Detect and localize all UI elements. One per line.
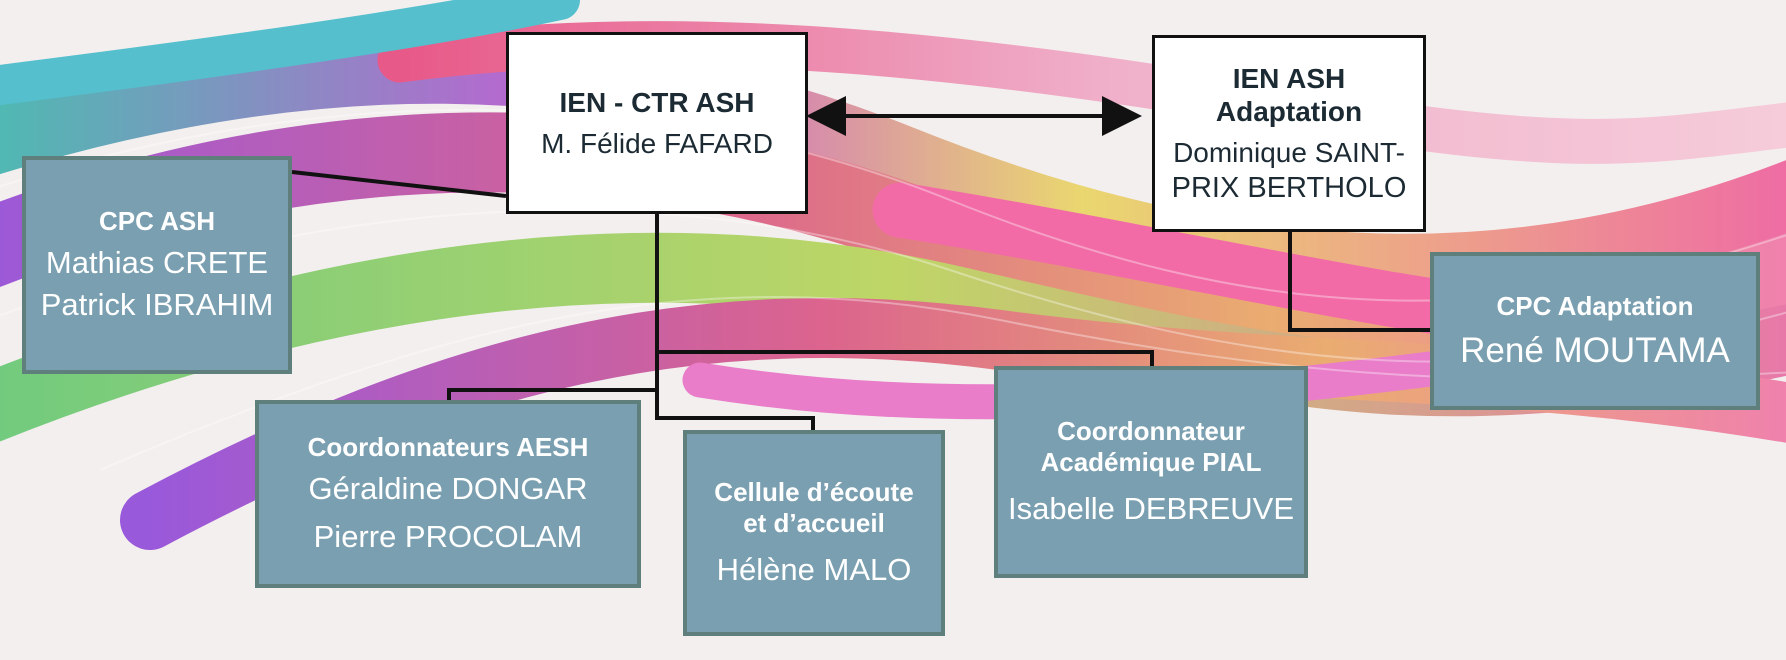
- link-ien-ctr-trunk: [655, 212, 815, 430]
- node-person-1: Géraldine DONGAR: [308, 470, 588, 506]
- link-ien-adaptation-cpc-adaptation: [1288, 232, 1430, 332]
- node-cpc-ash: CPC ASH Mathias CRETE Patrick IBRAHIM: [22, 156, 292, 374]
- node-coordonnateur-pial: Coordonnateur Académique PIAL Isabelle D…: [994, 366, 1308, 578]
- node-person: René MOUTAMA: [1460, 330, 1730, 370]
- node-person-2: Patrick IBRAHIM: [40, 287, 274, 323]
- node-person-line-1: Dominique SAINT-: [1173, 136, 1405, 168]
- node-ien-ash-adaptation: IEN ASH Adaptation Dominique SAINT- PRIX…: [1152, 35, 1426, 232]
- node-title: Coordonnateurs AESH: [307, 432, 589, 463]
- link-ien-ctr-cpc-ash: [291, 170, 507, 198]
- node-person: Hélène MALO: [716, 552, 912, 588]
- node-coordonnateurs-aesh: Coordonnateurs AESH Géraldine DONGAR Pie…: [255, 400, 641, 588]
- node-person-line-2: PRIX BERTHOLO: [1171, 171, 1407, 204]
- node-person-2: Pierre PROCOLAM: [313, 519, 583, 555]
- node-title: CPC ASH: [98, 206, 216, 237]
- node-cpc-adaptation: CPC Adaptation René MOUTAMA: [1430, 252, 1760, 410]
- link-to-coord-pial: [657, 350, 1154, 366]
- node-cellule-ecoute-accueil: Cellule d’écoute et d’accueil Hélène MAL…: [683, 430, 945, 636]
- node-title-line-2: Adaptation: [1215, 95, 1363, 127]
- link-to-coord-aesh: [447, 388, 657, 400]
- node-person: M. Félide FAFARD: [541, 128, 773, 159]
- node-title-line-1: IEN ASH: [1232, 62, 1346, 94]
- node-person-1: Mathias CRETE: [45, 244, 269, 280]
- node-person: Isabelle DEBREUVE: [1007, 491, 1294, 527]
- node-title: CPC Adaptation: [1496, 291, 1694, 322]
- node-ien-ctr-ash: IEN - CTR ASH M. Félide FAFARD: [506, 32, 808, 214]
- node-title-line-1: Coordonnateur: [1057, 416, 1245, 447]
- node-title-line-2: et d’accueil: [743, 507, 885, 538]
- node-title-line-1: Cellule d’écoute: [714, 477, 914, 508]
- node-title-line-2: Académique PIAL: [1040, 446, 1262, 477]
- node-title: IEN - CTR ASH: [559, 86, 755, 118]
